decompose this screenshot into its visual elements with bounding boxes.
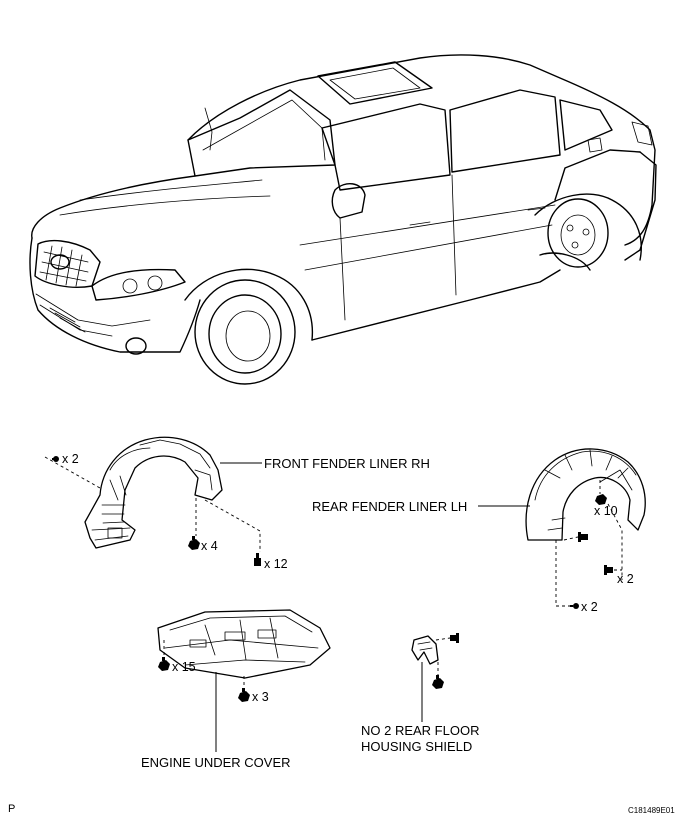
drawing-number: C181489E01 [628,806,675,815]
front-screw-right-icon [254,553,261,566]
rear-fender-liner-label: REAR FENDER LINER LH [312,499,468,514]
engine-cover-bottom-qty: x 3 [252,690,269,704]
shield-bolt-bottom-icon [432,675,444,689]
car-illustration [29,54,657,385]
front-bolt-bottom-qty: x 4 [201,539,218,553]
engine-under-cover-label: ENGINE UNDER COVER [141,755,291,770]
front-fender-liner-label: FRONT FENDER LINER RH [264,456,430,471]
engine-cover-left-qty: x 15 [172,660,196,674]
rear-floor-shield-label-line2: HOUSING SHIELD [361,739,473,754]
rear-bolt-top-icon [595,494,607,505]
rear-floor-housing-shield [411,635,439,665]
front-bolt-bottom-icon [188,536,200,550]
shield-screw-top-icon [450,633,459,643]
rear-bolt-top-qty: x 10 [594,504,618,518]
front-clip-left-qty: x 2 [62,452,79,466]
rear-screw-lower-icon [604,565,613,575]
front-screw-right-qty: x 12 [264,557,288,571]
engine-under-cover [157,609,331,679]
corner-mark-left: P [8,803,16,815]
rear-floor-shield-label-line1: NO 2 REAR FLOOR [361,723,480,738]
rear-clip-bottom-qty: x 2 [581,600,598,614]
rear-fender-liner [525,448,646,541]
rear-clip-bottom-icon [570,603,579,609]
front-clip-left-icon [52,456,59,462]
front-fender-liner [84,436,223,549]
rear-screw-middle-icon [578,532,588,542]
engine-cover-left-bolt-icon [158,657,170,671]
rear-screw-middle-qty: x 2 [617,572,634,586]
engine-cover-bottom-bolt-icon [238,688,250,702]
